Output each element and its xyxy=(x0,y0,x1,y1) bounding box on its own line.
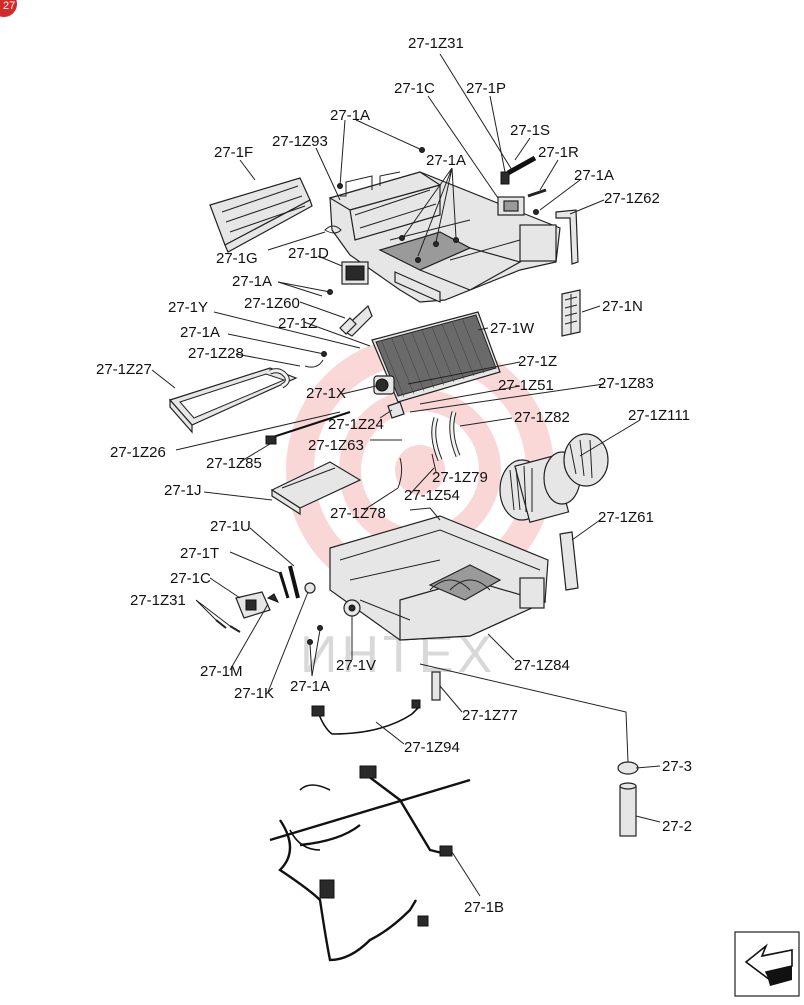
label-27-1Z27: 27-1Z27 xyxy=(96,361,152,378)
label-27-1Z63: 27-1Z63 xyxy=(308,437,364,454)
grille-1n xyxy=(561,289,581,337)
label-27-1Z31-top: 27-1Z31 xyxy=(408,35,464,52)
page-badge-text: 27 xyxy=(3,0,15,12)
label-27-1G: 27-1G xyxy=(216,250,258,267)
clip-1g xyxy=(324,225,342,234)
rod-1t xyxy=(278,571,290,599)
label-27-1N: 27-1N xyxy=(602,298,643,315)
connector-1z85 xyxy=(265,435,277,445)
actuator-1d xyxy=(341,261,369,285)
bracket-1z24 xyxy=(387,401,405,419)
link-1p xyxy=(500,171,510,185)
seal-1z60 xyxy=(339,304,373,337)
clip-1k xyxy=(304,582,316,594)
label-27-1Z111: 27-1Z111 xyxy=(628,407,690,424)
label-27-1Z94: 27-1Z94 xyxy=(404,739,460,756)
label-27-1Z-b: 27-1Z xyxy=(518,353,557,370)
rod-1u xyxy=(288,565,300,599)
label-27-1Z26: 27-1Z26 xyxy=(110,444,166,461)
actuator-1c-bottom xyxy=(235,591,271,619)
label-27-1K: 27-1K xyxy=(234,685,274,702)
label-27-1U: 27-1U xyxy=(210,518,251,535)
label-27-1A-a: 27-1A xyxy=(330,107,370,124)
label-27-1Z61: 27-1Z61 xyxy=(598,509,654,526)
label-27-1D: 27-1D xyxy=(288,245,329,262)
pipe-1z78 xyxy=(397,457,403,489)
lower-case-1z84 xyxy=(329,507,549,641)
page-badge: 27 xyxy=(0,0,17,17)
label-27-1P: 27-1P xyxy=(466,80,506,97)
label-27-1Z79: 27-1Z79 xyxy=(432,469,488,486)
label-27-1Z84: 27-1Z84 xyxy=(514,657,570,674)
hose-27-2 xyxy=(619,782,637,837)
label-27-1Z31-bottom: 27-1Z31 xyxy=(130,592,186,609)
upper-case xyxy=(328,171,561,303)
label-27-1Z93: 27-1Z93 xyxy=(272,133,328,150)
label-27-1T: 27-1T xyxy=(180,545,219,562)
pipe-1z28 xyxy=(304,359,324,368)
label-27-1Z60: 27-1Z60 xyxy=(244,295,300,312)
label-27-1J: 27-1J xyxy=(164,482,202,499)
label-27-1A-b: 27-1A xyxy=(426,152,466,169)
leader-lines xyxy=(151,53,661,897)
harness-1z94 xyxy=(311,699,421,735)
panel-1j xyxy=(270,461,362,516)
actuator-1c-top xyxy=(497,196,525,216)
bracket-1z62 xyxy=(555,209,579,265)
filter-cover xyxy=(209,177,313,253)
label-27-1S: 27-1S xyxy=(510,122,550,139)
label-27-1A-d: 27-1A xyxy=(232,273,272,290)
drain-1z77 xyxy=(431,671,441,701)
label-27-1Z54: 27-1Z54 xyxy=(404,487,460,504)
label-27-1Z62: 27-1Z62 xyxy=(604,190,660,207)
hose-1z79 xyxy=(431,417,443,461)
label-27-1B: 27-1B xyxy=(464,899,504,916)
screws-1a xyxy=(307,147,539,645)
label-27-1A-f: 27-1A xyxy=(290,678,330,695)
back-arrow-icon xyxy=(744,943,793,986)
label-27-1Y: 27-1Y xyxy=(168,299,208,316)
label-27-1Z77: 27-1Z77 xyxy=(462,707,518,724)
label-27-1A-e: 27-1A xyxy=(180,324,220,341)
blower-motor-1z111 xyxy=(499,433,609,523)
back-navigation-button[interactable] xyxy=(734,931,800,997)
screw-1r xyxy=(527,188,547,198)
label-27-1Z78: 27-1Z78 xyxy=(330,505,386,522)
bracket-1z61 xyxy=(559,531,579,591)
hose-1z82 xyxy=(449,411,461,457)
label-27-1X: 27-1X xyxy=(306,385,346,402)
harness-1b xyxy=(269,765,471,962)
screws-1z31 xyxy=(215,619,241,633)
label-27-1R: 27-1R xyxy=(538,144,579,161)
label-27-1Z-a: 27-1Z xyxy=(278,315,317,332)
label-27-1A-c: 27-1A xyxy=(574,167,614,184)
label-27-1Z85: 27-1Z85 xyxy=(206,455,262,472)
label-27-1Z24: 27-1Z24 xyxy=(328,416,384,433)
label-27-2: 27-2 xyxy=(662,818,692,835)
label-27-3: 27-3 xyxy=(662,758,692,775)
label-27-1V: 27-1V xyxy=(336,657,376,674)
label-27-1F: 27-1F xyxy=(214,144,253,161)
evaporator-1w xyxy=(371,311,501,403)
heater-core-1z27 xyxy=(168,367,298,434)
label-27-1Z28: 27-1Z28 xyxy=(188,345,244,362)
label-27-1C-top: 27-1C xyxy=(394,80,435,97)
valve-1x xyxy=(373,375,395,395)
clamp-27-3 xyxy=(617,761,639,775)
gear-1v xyxy=(343,599,361,617)
rod-1s xyxy=(506,155,537,176)
label-27-1Z83: 27-1Z83 xyxy=(598,375,654,392)
label-27-1C-bottom: 27-1C xyxy=(170,570,211,587)
label-27-1Z82: 27-1Z82 xyxy=(514,409,570,426)
label-27-1Z51: 27-1Z51 xyxy=(498,377,554,394)
part-labels: 27-1Z31 27-1C 27-1P 27-1A 27-1S 27-1Z93 … xyxy=(96,35,692,916)
label-27-1M: 27-1M xyxy=(200,663,243,680)
rod-1z26 xyxy=(269,411,351,439)
lever-1m xyxy=(266,593,280,603)
label-27-1W: 27-1W xyxy=(490,320,535,337)
